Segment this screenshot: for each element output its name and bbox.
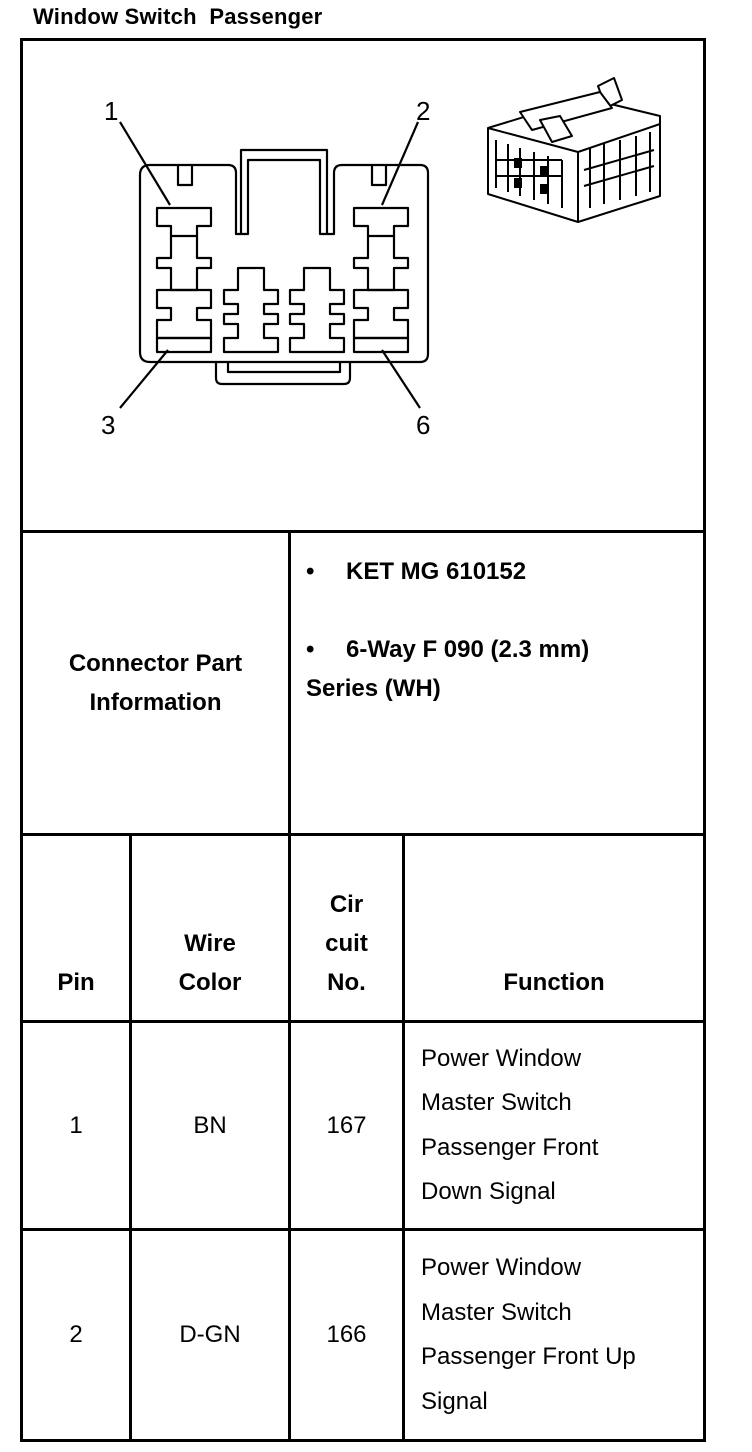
row1-function-line3: Passenger Front: [421, 1133, 599, 1161]
divider-col-pin: [129, 833, 132, 1439]
terminal-right-bottom: [352, 336, 410, 354]
connector-face-diagram: [119, 77, 661, 409]
divider-row1-bottom: [20, 1228, 706, 1231]
pin-label-2: 2: [416, 96, 431, 126]
leader-pin-3: [119, 349, 169, 409]
bottom-tab-inner: [226, 362, 342, 374]
part-number: KET MG 610152: [346, 558, 527, 585]
row1-pin: 1: [69, 1111, 83, 1139]
row1-function: Power Window Master Switch Passenger Fro…: [405, 1023, 703, 1228]
divider-header-bottom: [20, 1020, 706, 1023]
connector-series-line1: 6-Way F 090 (2.3 mm): [346, 636, 590, 663]
connector-3d-illustration: [487, 77, 661, 223]
row1-circuit: 167: [326, 1111, 367, 1139]
row2-function-line3: Passenger Front Up: [421, 1343, 636, 1370]
leader-pin-1: [119, 121, 171, 206]
row1-function-line2: Master Switch: [421, 1089, 572, 1116]
latch-inner-outline: [239, 148, 329, 234]
connector-info-label: Connector Part Information: [23, 533, 288, 833]
leader-pin-2: [380, 121, 420, 206]
row2-wire-color: D-GN: [179, 1321, 241, 1348]
divider-info-column: [288, 530, 291, 836]
connector-table-frame: [20, 38, 706, 1442]
connector-info-label-line2: Information: [89, 689, 222, 716]
row2-function-line1: Power Window: [421, 1254, 582, 1281]
header-function: Function: [503, 969, 605, 996]
connector-info-item-1: • KET MG 610152: [306, 552, 702, 591]
divider-col-circuit: [402, 833, 405, 1439]
row1-wire-color: BN: [193, 1111, 227, 1139]
pin-label-1: 1: [104, 96, 119, 126]
row1-function-line1: Power Window: [421, 1044, 582, 1072]
divider-info-bottom: [20, 833, 706, 836]
pin-label-3: 3: [101, 410, 116, 440]
bullet-2: •: [306, 636, 315, 663]
connector-info-label-line1: Connector Part: [68, 650, 243, 677]
connector-series-line2: Series (WH): [306, 675, 441, 702]
terminal-pin-6: [352, 288, 410, 340]
divider-diagram-bottom: [20, 530, 706, 533]
row2-circuit: 166: [326, 1321, 367, 1348]
terminal-pin-3: [155, 288, 213, 340]
terminal-right-mid: [352, 236, 410, 292]
terminal-left-mid: [155, 236, 213, 292]
bottom-tab: [214, 362, 352, 386]
connector-info-item-2: • 6-Way F 090 (2.3 mm): [306, 630, 702, 669]
row2-pin: 2: [69, 1321, 83, 1348]
divider-col-wire: [288, 833, 291, 1439]
connector-info-values: • KET MG 610152 • 6-Way F 090 (2.3 mm) Ser…: [306, 552, 702, 708]
row1-function-line4: Down Signal: [421, 1178, 556, 1205]
bullet-1: •: [306, 558, 315, 585]
row2-function-line4: Signal: [421, 1387, 488, 1415]
terminal-middle-4: [222, 266, 280, 354]
row2-function-line2: Master Switch: [421, 1298, 572, 1326]
pin-label-6: 6: [416, 410, 431, 440]
row2-function: Power Window Master Switch Passenger Fro…: [405, 1231, 703, 1439]
terminal-left-bottom: [155, 336, 213, 354]
terminal-pin-1: [155, 206, 213, 238]
leader-pin-6: [381, 349, 421, 409]
header-pin: Pin: [57, 969, 95, 996]
header-circuit-no: Cir cuit No.: [325, 891, 368, 996]
key-right: [370, 165, 388, 187]
header-wire-color: Wire Color: [178, 930, 242, 996]
terminal-middle-5: [288, 266, 346, 354]
connector-housing-outline: [138, 158, 430, 364]
terminal-pin-2: [352, 206, 410, 238]
key-left: [176, 165, 194, 187]
page-title: Window Switch Passenger: [33, 4, 323, 29]
